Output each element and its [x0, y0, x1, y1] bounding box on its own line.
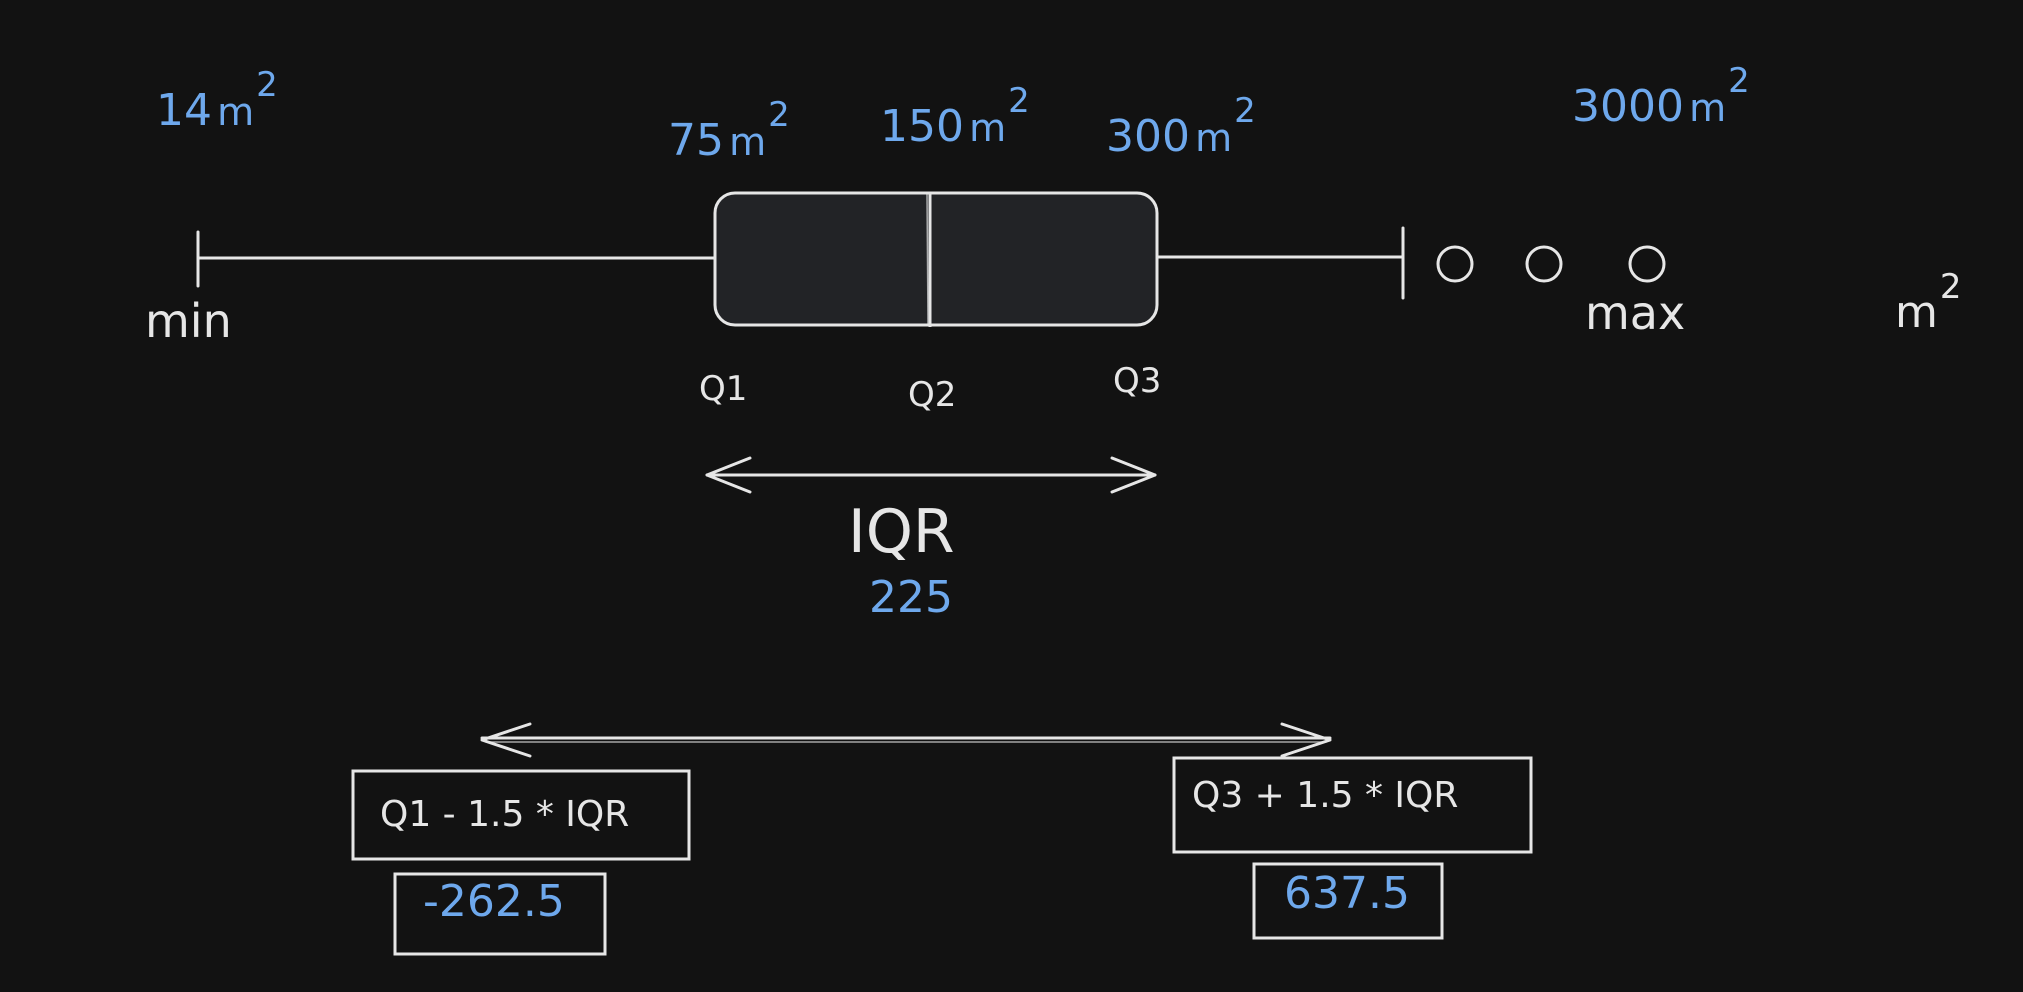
- q2-label: Q2: [908, 375, 957, 415]
- unit-text: m: [1195, 115, 1233, 160]
- unit-exponent: 2: [1728, 61, 1750, 101]
- q1-label: Q1: [699, 369, 748, 409]
- upper-fence-formula: Q3 + 1.5 * IQR: [1192, 775, 1459, 816]
- unit-exponent: 2: [1008, 81, 1030, 121]
- max-word: max: [1585, 286, 1686, 340]
- unit-exponent: 2: [1939, 267, 1962, 307]
- axis-unit-label: m2: [1895, 270, 1962, 335]
- upper-fence-value: 637.5: [1284, 868, 1410, 919]
- q3-label: Q3: [1113, 361, 1162, 401]
- min-value-label: 14 m2: [156, 68, 278, 133]
- lower-fence-value: -262.5: [423, 876, 565, 927]
- iqr-arrow: [705, 456, 1157, 494]
- unit-text: m: [1895, 286, 1938, 338]
- upper-fence-formula-box: [1172, 756, 1533, 854]
- q2-value: 150: [880, 100, 964, 152]
- unit-exponent: 2: [256, 65, 278, 105]
- unit-exponent: 2: [768, 95, 790, 135]
- unit-text: m: [969, 105, 1007, 150]
- iqr-value: 225: [869, 572, 953, 623]
- q3-value: 300: [1106, 110, 1190, 162]
- unit-exponent: 2: [1234, 91, 1256, 131]
- unit-text: m: [1689, 85, 1727, 130]
- lower-fence-value-box: [393, 872, 607, 956]
- max-value-label: 3000 m2: [1572, 64, 1750, 129]
- max-value: 3000: [1572, 80, 1684, 132]
- min-value: 14: [156, 84, 212, 136]
- iqr-box: [713, 191, 1159, 327]
- fence-arrow: [480, 722, 1332, 758]
- outlier-point: [1628, 245, 1666, 283]
- lower-fence-formula: Q1 - 1.5 * IQR: [380, 794, 630, 835]
- outlier-point: [1436, 245, 1474, 283]
- unit-text: m: [729, 119, 767, 164]
- median-line-sketch: [926, 193, 929, 326]
- unit-text: m: [217, 89, 255, 134]
- outlier-point: [1525, 245, 1563, 283]
- q1-value-label: 75 m2: [668, 98, 790, 163]
- q2-value-label: 150 m2: [880, 84, 1030, 149]
- q3-value-label: 300 m2: [1106, 94, 1256, 159]
- iqr-label: IQR: [848, 497, 955, 567]
- min-word: min: [145, 294, 232, 348]
- upper-fence-value-box: [1252, 862, 1444, 940]
- lower-fence-formula-box: [351, 769, 691, 861]
- q1-value: 75: [668, 114, 724, 166]
